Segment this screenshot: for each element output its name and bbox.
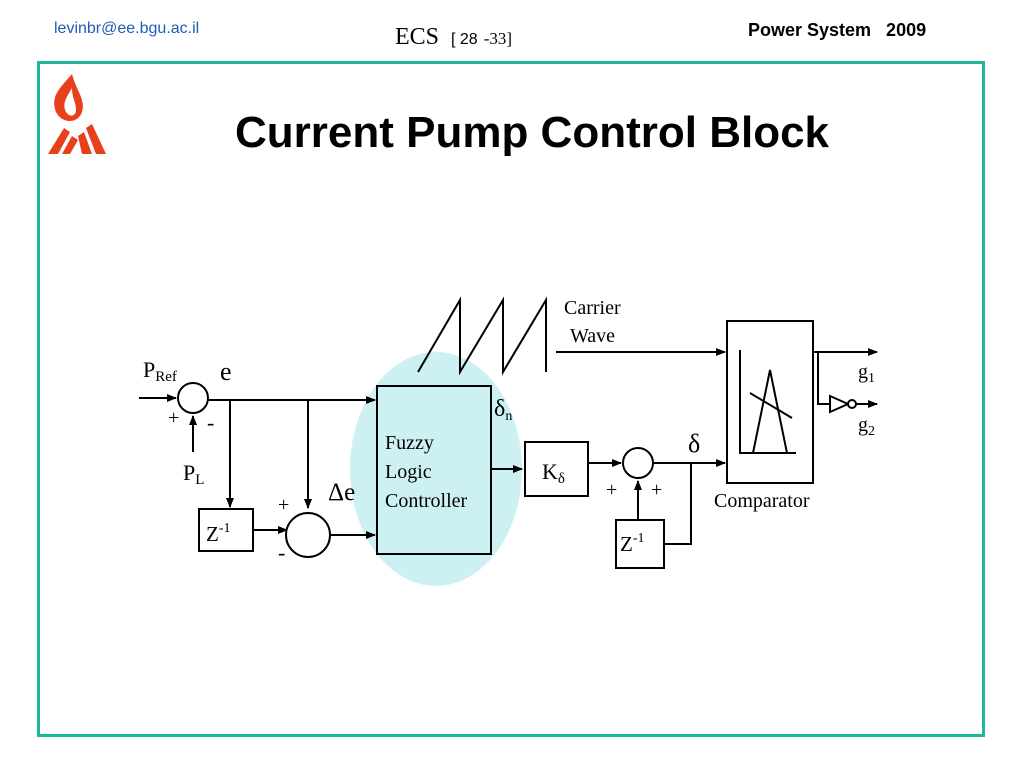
header-email: levinbr@ee.bgu.ac.il (54, 20, 200, 37)
label-comparator: Comparator (714, 490, 810, 512)
label-plus-1: + (168, 407, 179, 429)
flc-label-line3: Controller (385, 490, 468, 512)
slide-title: Current Pump Control Block (234, 108, 830, 157)
slide-frame (37, 61, 985, 737)
label-minus-2: - (278, 540, 285, 565)
gain-block (524, 441, 589, 497)
label-minus-1: - (207, 410, 214, 435)
inverter-gate (829, 394, 851, 414)
label-delta-n: δn (494, 396, 512, 424)
label-e: e (220, 357, 232, 386)
label-carrier-line2: Wave (570, 325, 615, 347)
flc-label-line2: Logic (385, 461, 432, 483)
page-current: [ 28 (451, 31, 478, 48)
label-delta: δ (688, 429, 700, 458)
summing-junction-error (177, 382, 209, 414)
delay-block-2 (615, 519, 665, 569)
carrier-sawtooth (417, 296, 547, 376)
summing-junction-delta (622, 447, 654, 479)
label-g2: g2 (858, 414, 875, 439)
label-plus-3: + (606, 479, 617, 501)
label-p-ref: PRef (143, 357, 177, 385)
header-course: ECS [ 28 -33] (395, 24, 512, 51)
header-topic: Power System 2009 (748, 20, 927, 40)
course-name: ECS (395, 24, 440, 50)
label-plus-4: + (651, 479, 662, 501)
delay-block-1 (198, 508, 254, 552)
university-logo-icon (48, 74, 106, 154)
summing-junction-delta-error (285, 512, 331, 558)
label-p-l: PL (183, 460, 204, 488)
label-plus-2: + (278, 494, 289, 516)
label-z-2: Z-1 (620, 531, 645, 556)
comparator-block (726, 320, 814, 484)
flc-label-line1: Fuzzy (385, 432, 434, 454)
label-carrier-line1: Carrier (564, 297, 621, 319)
page-total: -33] (483, 29, 513, 48)
label-z-1: Z-1 (206, 521, 231, 546)
label-g1: g1 (858, 361, 875, 386)
flc-highlight (350, 352, 522, 586)
label-delta-e: Δe (328, 479, 355, 506)
label-k-delta: Kδ (542, 459, 565, 487)
